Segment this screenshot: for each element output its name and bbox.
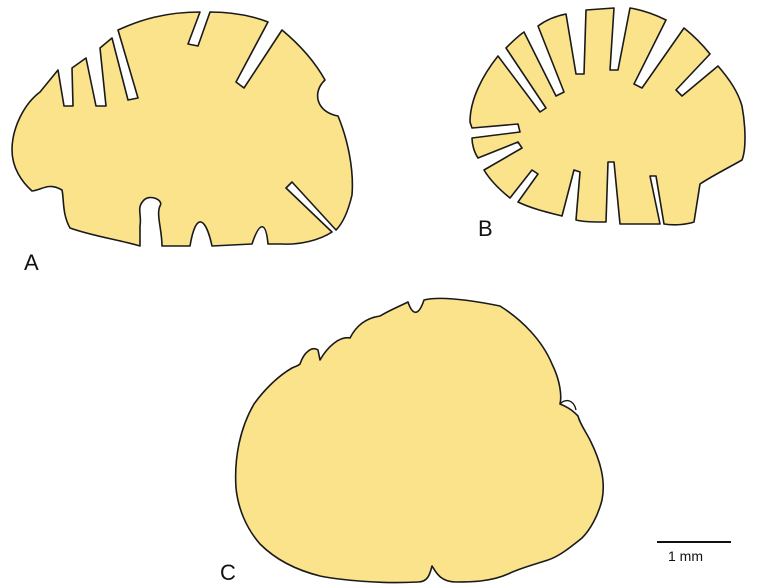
panel-label-a: A bbox=[24, 252, 39, 274]
panel-label-c: C bbox=[220, 562, 236, 584]
scale-bar-label: 1 mm bbox=[668, 549, 703, 563]
section-a-outline bbox=[12, 12, 352, 246]
panel-label-b: B bbox=[478, 218, 493, 240]
scale-bar-line bbox=[657, 541, 731, 543]
section-c-outline bbox=[236, 298, 604, 582]
section-b-outline bbox=[470, 8, 745, 225]
